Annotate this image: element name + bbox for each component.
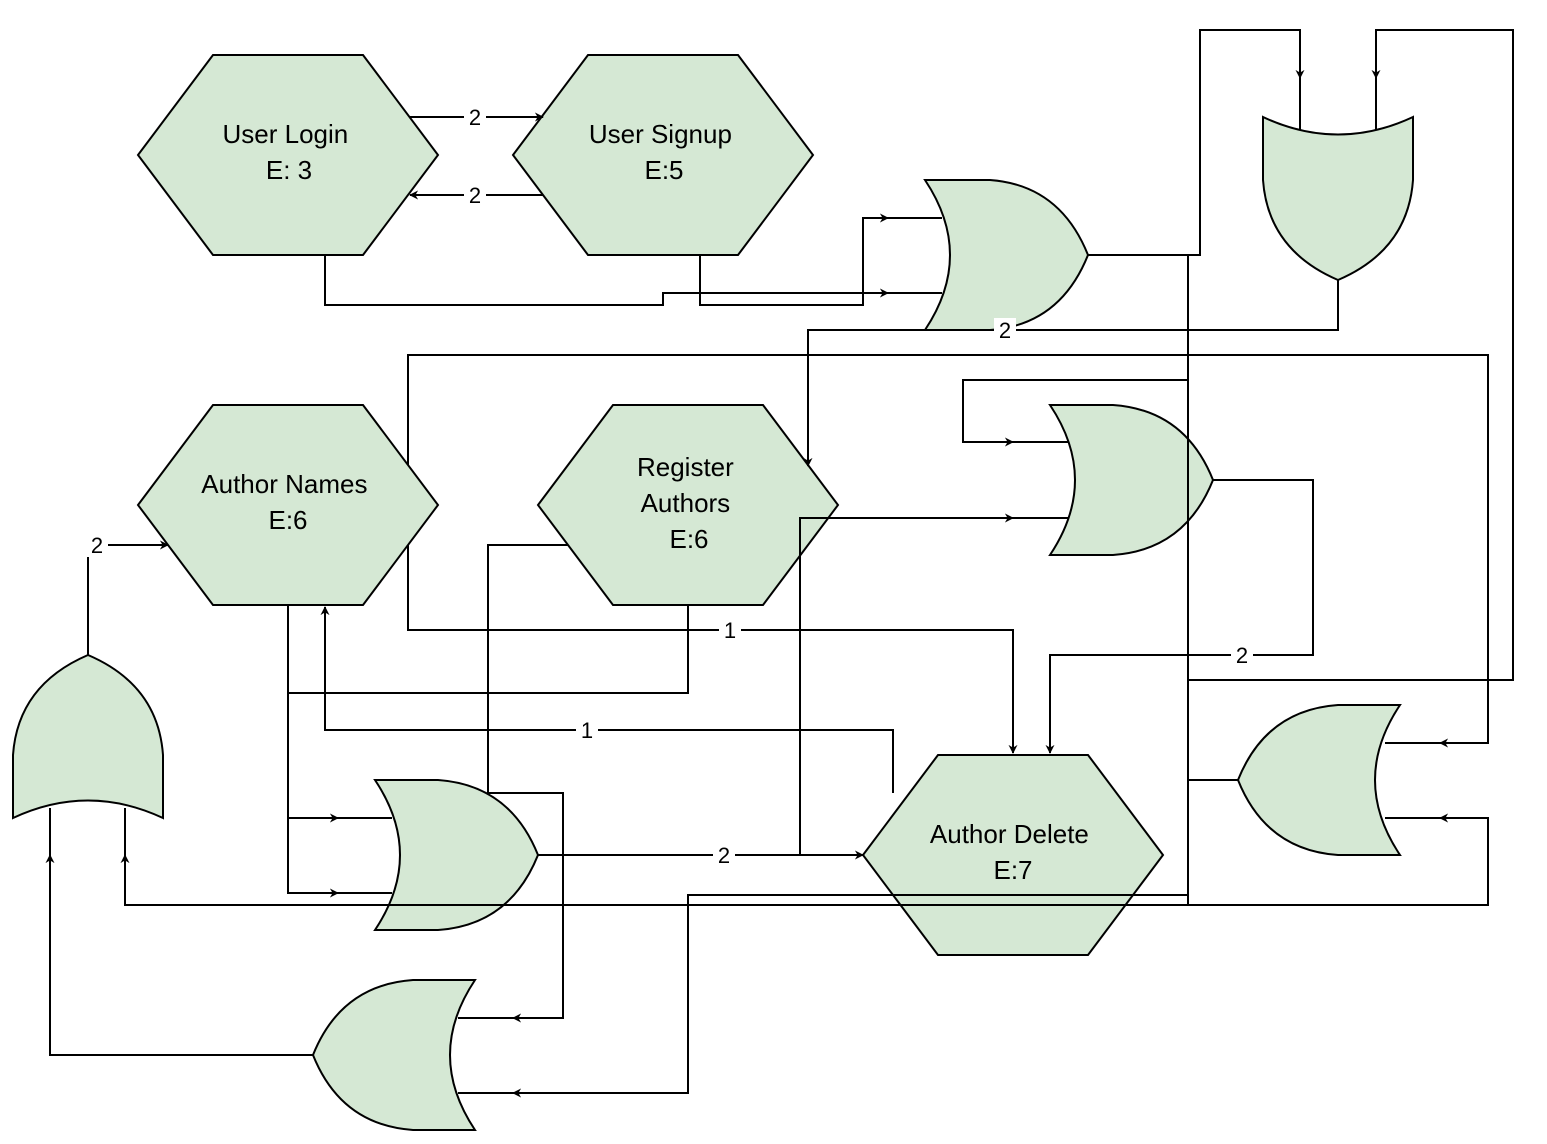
node-label-line: E:6 (268, 505, 307, 535)
or-gate-left[interactable] (12, 653, 164, 820)
svg-text:User Signup E:5: User Signup E:5 (589, 119, 739, 185)
gate-input-stub (1013, 441, 1068, 519)
svg-text:User Login E: 3: User Login E: 3 (223, 119, 356, 185)
node-label-line: User Signup (589, 119, 732, 149)
edge-register-right[interactable] (799, 513, 1014, 855)
edge-label-delete-to-author-names: 1 (581, 718, 593, 743)
edge-delete-to-author-names[interactable] (320, 606, 894, 793)
edge-left-gate-to-author-names[interactable] (87, 540, 169, 655)
edge-label-signup-to-login: 2 (469, 183, 481, 208)
node-user-login[interactable]: User Login E: 3 (136, 54, 440, 256)
edge-author-names-down[interactable] (287, 605, 339, 823)
edge-label-center-gate-to-delete: 2 (718, 843, 730, 868)
svg-text:Author Delete E:7: Author Delete E:7 (930, 819, 1096, 885)
edge-label-login-to-signup: 2 (469, 105, 481, 130)
gate-input-stub (49, 808, 126, 855)
or-gate-top-right[interactable] (1262, 115, 1414, 282)
node-label-line: Authors (641, 488, 731, 518)
edge-to-left-gate[interactable] (120, 854, 1213, 906)
or-gate-bottom[interactable] (311, 979, 477, 1131)
gate-input-stub (888, 217, 942, 294)
node-label-line: User Login (223, 119, 349, 149)
edge-author-names-to-delete[interactable] (407, 545, 1018, 754)
edge-login-to-gate[interactable] (324, 255, 889, 306)
node-label-line: Register (637, 452, 734, 482)
gate-input-stub (1385, 742, 1440, 819)
gate-input-stub (1299, 78, 1377, 130)
edge-author-names-down-2[interactable] (287, 818, 339, 898)
node-register-authors[interactable]: Register Authors E:6 (536, 404, 840, 606)
node-label-line: E:5 (644, 155, 683, 185)
edge-register-to-gate[interactable] (288, 605, 689, 694)
edge-delete-to-bottom-gate[interactable] (512, 894, 1188, 1098)
node-label-line: Author Delete (930, 819, 1089, 849)
node-author-delete[interactable]: Author Delete E:7 (861, 754, 1165, 956)
or-gate-center[interactable] (373, 779, 540, 931)
edge-register-left[interactable] (487, 544, 568, 1023)
edge-label-gate-to-delete: 2 (1236, 643, 1248, 668)
node-label-line: Author Names (201, 469, 367, 499)
node-label-line: E:7 (993, 855, 1032, 885)
node-user-signup[interactable]: User Signup E:5 (511, 54, 815, 256)
edge-label-gate-to-register: 2 (999, 318, 1011, 343)
edge-labels: 2 2 2 2 1 2 1 2 (86, 105, 1253, 868)
gate-input-stub (458, 1017, 513, 1094)
node-author-names[interactable]: Author Names E:6 (136, 404, 440, 606)
or-gate-center-right[interactable] (1048, 404, 1215, 556)
edge-gate-to-register[interactable] (803, 280, 1339, 467)
edge-center-right-gate-to-delete[interactable] (1045, 479, 1314, 754)
svg-text:Author Names E:6: Author Names E:6 (201, 469, 374, 535)
edge-right-gate-input[interactable] (1213, 813, 1489, 906)
edge-top-right-gate-output[interactable] (1188, 255, 1514, 681)
or-gate-top-center[interactable] (923, 179, 1090, 331)
node-label-line: E: 3 (266, 155, 312, 185)
gate-input-stub (338, 817, 392, 894)
or-gate-right[interactable] (1236, 704, 1402, 856)
edge-top-right-gate-input[interactable] (1371, 29, 1514, 255)
node-label-line: E:6 (669, 524, 708, 554)
edge-signup-to-gate[interactable] (699, 213, 889, 306)
edge-author-names-loop[interactable] (407, 354, 1489, 748)
edge-bottom-gate-to-left-gate[interactable] (45, 854, 313, 1056)
svg-text:Register Authors E: Register Authors E:6 (637, 452, 741, 554)
edge-top-gate-down[interactable] (962, 254, 1189, 447)
edge-label-author-names-to-delete: 1 (724, 618, 736, 643)
edge-label-gate-to-author-names: 2 (91, 533, 103, 558)
